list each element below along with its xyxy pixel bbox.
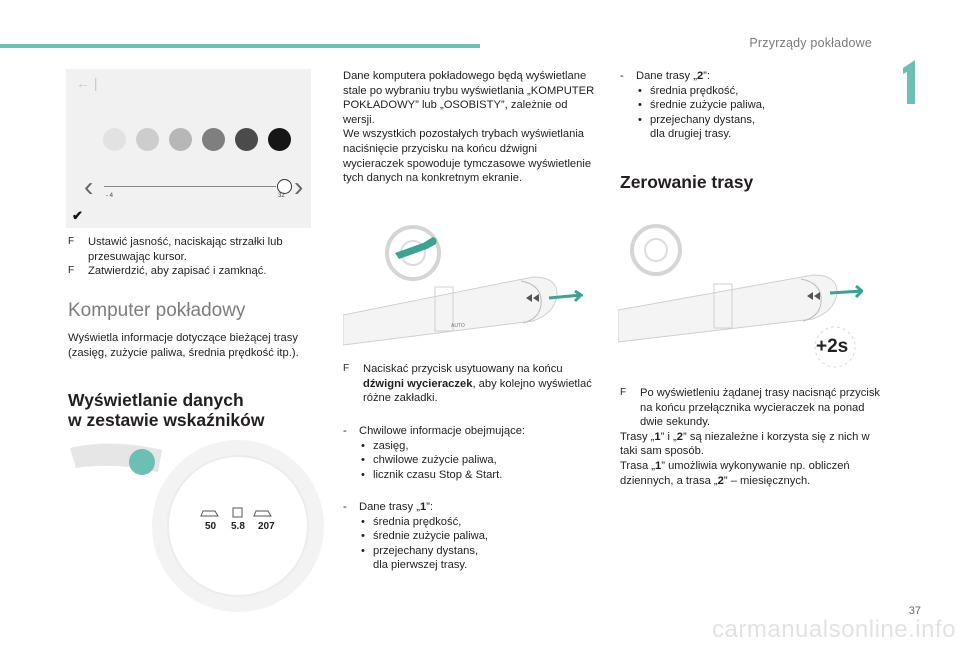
bullet-arrow-icon: F	[620, 387, 627, 398]
trip2-group: -Dane trasy „2”:	[620, 70, 711, 82]
gauge-value-range: 207	[258, 521, 275, 532]
watermark: carmanualsonline.info	[712, 616, 956, 643]
trip1-group: -Dane trasy „1”:	[343, 501, 434, 513]
page-number: 37	[908, 605, 921, 617]
bullet-arrow-icon: F	[68, 236, 75, 247]
current-info-group: -Chwilowe informacje obejmujące:	[343, 425, 526, 437]
list-item: •przejechany dystans,	[638, 113, 756, 126]
list-item: •średnie zużycie paliwa,	[638, 99, 766, 112]
intro-paragraph: Dane komputera pokładowego będą wyświetl…	[343, 70, 595, 185]
stalk-label-auto: AUTO	[451, 323, 465, 329]
hold-2s-badge: +2s	[816, 336, 849, 357]
list-item: •średnia prędkość,	[638, 84, 739, 97]
reset-stalk-illustration	[618, 224, 863, 368]
heading-wyswietlanie: Wyświetlanie danych w zestawie wskaźnikó…	[68, 390, 265, 430]
swatch[interactable]	[136, 128, 159, 151]
list-item: •chwilowe zużycie paliwa,	[361, 454, 497, 467]
slider-min-label: - 4	[106, 193, 114, 199]
paragraph-trip-usage: Trasa „1” umożliwia wykonywanie np. obli…	[620, 459, 850, 487]
brightness-slider-thumb[interactable]	[277, 179, 292, 194]
confirm-check-icon[interactable]: ✔	[72, 208, 83, 223]
list-item: •średnie zużycie paliwa,	[361, 530, 489, 543]
swatch[interactable]	[268, 128, 291, 151]
heading-zerowanie: Zerowanie trasy	[620, 172, 754, 192]
swatch[interactable]	[103, 128, 126, 151]
list-item: •średnia prędkość,	[361, 515, 462, 528]
chapter-marker	[903, 60, 915, 104]
back-arrow-icon: ← |	[76, 75, 98, 91]
paragraph-komputer: Wyświetla informacje dotyczące bieżącej …	[68, 332, 299, 359]
list-item: •zasięg,	[361, 439, 409, 452]
list-item-continuation: dla pierwszej trasy.	[373, 559, 468, 572]
wiper-stalk-illustration	[343, 225, 583, 346]
list-item-continuation: dla drugiej trasy.	[650, 128, 732, 141]
heading-komputer: Komputer pokładowy	[68, 300, 246, 321]
list-item: •licznik czasu Stop & Start.	[361, 468, 503, 481]
header-accent-bar	[0, 44, 480, 48]
brightness-slider-track[interactable]	[104, 186, 276, 187]
cluster-illustration	[70, 440, 324, 612]
brightness-screen: ← | ‹ › - 4 32 ✔	[66, 69, 311, 228]
paragraph-trips: Trasy „1” i „2” są niezależne i korzysta…	[620, 430, 870, 458]
swatch[interactable]	[202, 128, 225, 151]
chevron-left-icon[interactable]: ‹	[84, 171, 94, 202]
bullet-arrow-icon: F	[68, 265, 75, 277]
slider-max-label: 32	[278, 193, 285, 199]
brightness-swatches	[103, 128, 293, 152]
swatch[interactable]	[235, 128, 258, 151]
gauge-value-speed: 50	[205, 521, 217, 532]
swatch[interactable]	[169, 128, 192, 151]
chevron-right-icon[interactable]: ›	[294, 171, 304, 202]
section-title: Przyrządy pokładowe	[749, 36, 872, 50]
bullet-arrow-icon: F	[343, 363, 350, 374]
gauge-value-consumption: 5.8	[231, 521, 245, 532]
list-item: •przejechany dystans,	[361, 544, 479, 557]
